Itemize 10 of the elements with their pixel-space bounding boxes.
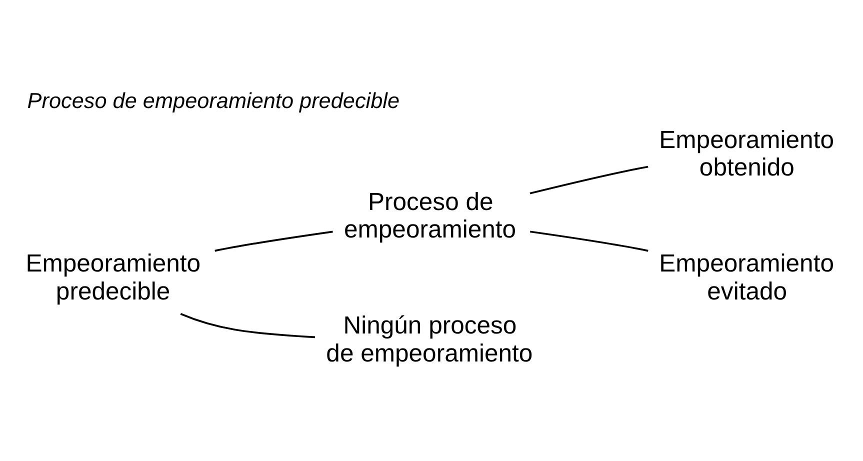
node-text: Empeoramiento predecible: [26, 250, 201, 306]
connector: [180, 312, 316, 338]
node-text: Proceso de empeoramiento: [344, 188, 516, 244]
node-text: Ningún proceso de empeoramiento: [326, 312, 533, 368]
diagram-title: Proceso de empeoramiento predecible: [27, 88, 400, 113]
connector: [530, 230, 648, 252]
connector: [530, 165, 648, 194]
connector: [214, 230, 333, 252]
node-text: Empeoramiento obtenido: [659, 126, 834, 182]
node-text: Empeoramiento evitado: [659, 250, 834, 306]
